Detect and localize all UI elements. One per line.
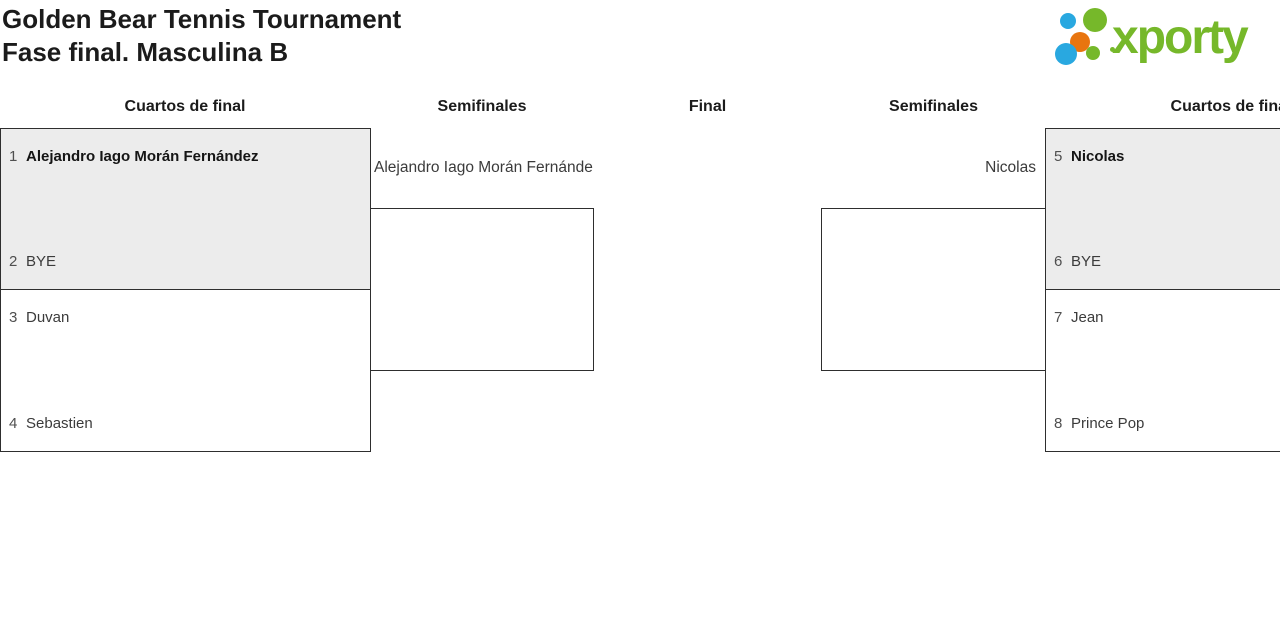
sf-advancer-right: Nicolas (985, 159, 1036, 176)
player-seed: 3 (9, 309, 18, 326)
logo-dot-icon (1083, 8, 1107, 32)
player-slot: 7 Jean (1046, 308, 1280, 328)
player-name: Prince Pop (1071, 415, 1145, 432)
player-name: Jean (1071, 309, 1104, 326)
match-box-semifinal-right[interactable] (821, 208, 1046, 371)
tournament-name: Golden Bear Tennis Tournament (2, 4, 402, 34)
player-name: Alejandro Iago Morán Fernández (26, 148, 259, 165)
player-name: Sebastien (26, 415, 93, 432)
player-seed: 1 (9, 148, 18, 165)
player-slot: 5 Nicolas (1046, 147, 1280, 167)
sf-advancer-left: Alejandro Iago Morán Fernández (374, 159, 593, 176)
player-slot: 3 Duvan (1, 308, 370, 328)
player-name: BYE (1071, 253, 1102, 270)
player-seed: 2 (9, 253, 18, 270)
player-seed: 6 (1054, 253, 1063, 270)
phase-name: Fase final. Masculina B (2, 37, 289, 67)
player-seed: 8 (1054, 415, 1063, 432)
round-header-semifinals-right: Semifinales (889, 98, 978, 115)
player-slot: 8 Prince Pop (1046, 414, 1280, 434)
player-seed: 7 (1054, 309, 1063, 326)
player-slot: 2 BYE (1, 252, 370, 272)
player-name: BYE (26, 253, 57, 270)
player-slot: 6 BYE (1046, 252, 1280, 272)
xporty-logo-text: xporty (1112, 11, 1249, 64)
logo-dot-icon (1110, 47, 1115, 52)
match-box-qf2[interactable]: 3 Duvan 4 Sebastien (0, 289, 371, 452)
logo-dot-icon (1086, 46, 1100, 60)
round-header-quarterfinals-right: Cuartos de final (1170, 98, 1280, 115)
player-seed: 5 (1054, 148, 1063, 165)
player-slot: 4 Sebastien (1, 414, 370, 434)
page-title: Golden Bear Tennis Tournament Fase final… (2, 3, 401, 69)
round-header-quarterfinals-left: Cuartos de final (124, 98, 246, 115)
match-box-qf3[interactable]: 5 Nicolas 6 BYE (1045, 128, 1280, 290)
logo-dot-icon (1060, 13, 1076, 29)
player-name: Nicolas (1071, 148, 1125, 165)
match-box-semifinal-left[interactable] (370, 208, 594, 371)
match-box-qf4[interactable]: 7 Jean 8 Prince Pop (1045, 289, 1280, 452)
round-header-semifinals-left: Semifinales (437, 98, 527, 115)
round-header-final: Final (688, 98, 727, 115)
player-slot: 1 Alejandro Iago Morán Fernández (1, 147, 370, 167)
player-seed: 4 (9, 415, 18, 432)
player-name: Duvan (26, 309, 70, 326)
match-box-qf1[interactable]: 1 Alejandro Iago Morán Fernández 2 BYE (0, 128, 371, 290)
logo-dot-icon (1055, 43, 1077, 65)
